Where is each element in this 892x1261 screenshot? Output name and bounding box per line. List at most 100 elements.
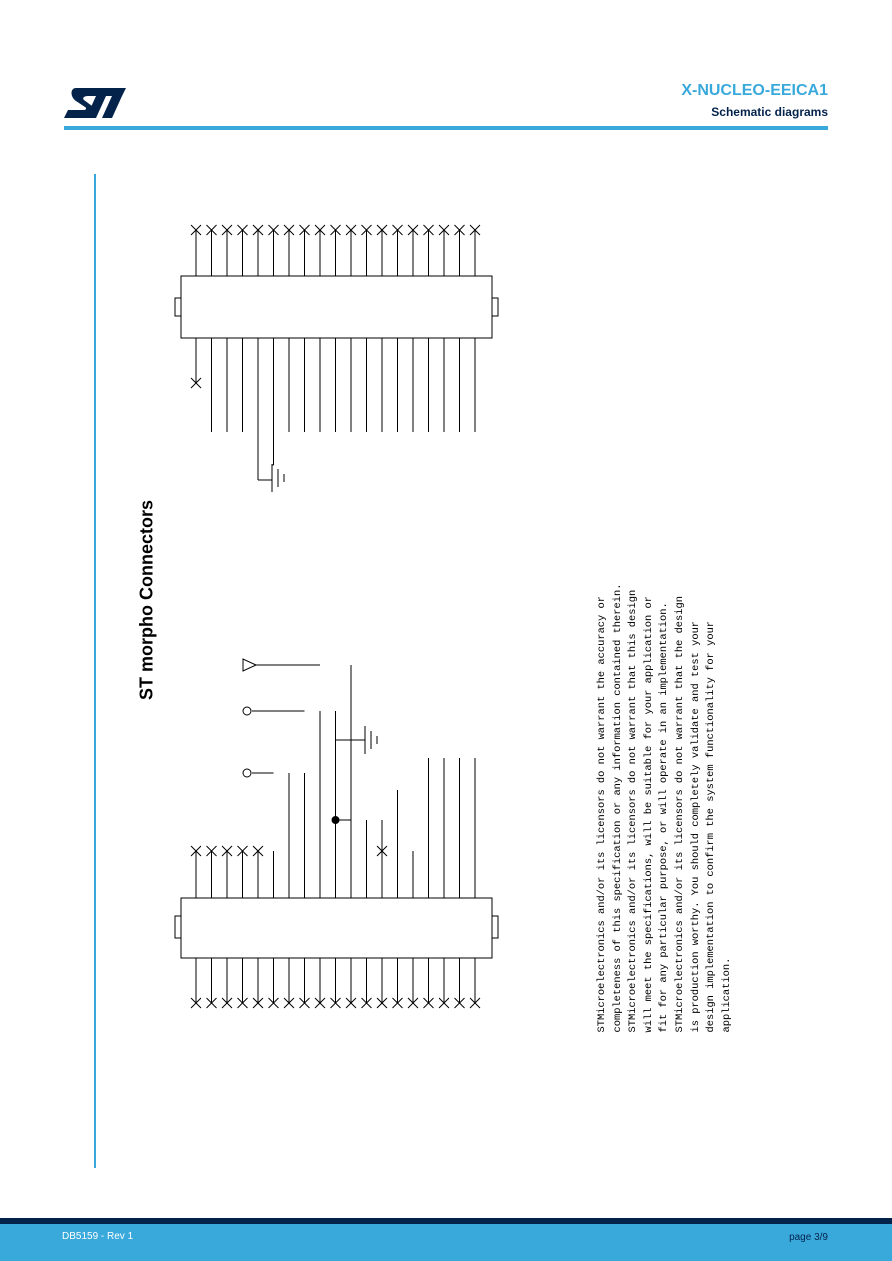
no-connect-stroke [206,845,217,857]
no-connect-mark [376,845,388,857]
document-title: X-NUCLEO-EEICA1 [681,82,828,99]
no-connect-mark [237,224,248,236]
no-connect-stroke [190,997,202,1009]
no-connect-stroke [190,845,202,857]
no-connect-mark [454,224,465,236]
footer-page-number: page 3/9 [789,1232,828,1243]
no-connect-mark [407,997,419,1009]
no-connect-mark [206,997,217,1009]
no-connect-mark [423,224,434,236]
no-connect-mark [206,845,217,857]
no-connect-mark [376,224,388,236]
no-connect-mark [345,224,357,236]
power-terminal [242,768,252,778]
footer-dark-stripe [0,1218,892,1224]
no-connect-stroke [376,845,388,857]
no-connect-stroke [268,224,279,236]
no-connect-stroke [392,997,403,1009]
no-connect-mark [283,997,295,1009]
morpho-connector-top [174,224,499,492]
no-connect-stroke [454,224,465,236]
footer-doc-id: DB5159 - Rev 1 [62,1231,134,1242]
no-connect-mark [454,997,465,1009]
footer-band [0,1218,892,1261]
no-connect-mark [252,845,264,857]
connector-tab [174,915,182,939]
no-connect-stroke [268,997,279,1009]
no-connect-stroke [345,997,357,1009]
power-arrow [242,658,258,672]
no-connect-mark [314,997,326,1009]
no-connect-stroke [252,845,264,857]
no-connect-mark [221,224,233,236]
ground-symbol [271,464,285,492]
no-connect-mark [190,224,202,236]
no-connect-stroke [407,997,419,1009]
st-logo-icon [62,84,128,120]
no-connect-stroke [237,997,248,1009]
power-terminal [242,706,252,716]
no-connect-mark [221,997,233,1009]
connector-tab [174,297,182,317]
no-connect-mark [206,224,217,236]
no-connect-mark [190,845,202,857]
no-connect-mark [469,224,481,236]
no-connect-mark [237,997,248,1009]
no-connect-stroke [345,224,357,236]
no-connect-mark [237,845,248,857]
no-connect-mark [268,224,279,236]
no-connect-stroke [237,224,248,236]
no-connect-stroke [206,997,217,1009]
no-connect-stroke [252,997,264,1009]
no-connect-stroke [221,224,233,236]
header-rule [64,126,828,130]
no-connect-stroke [221,845,233,857]
no-connect-mark [376,997,388,1009]
left-margin-rule [94,174,96,1168]
no-connect-mark [423,997,434,1009]
no-connect-mark [190,997,202,1009]
no-connect-stroke [469,997,481,1009]
no-connect-stroke [206,224,217,236]
document-subtitle: Schematic diagrams [711,105,828,119]
no-connect-stroke [407,224,419,236]
no-connect-mark [283,224,295,236]
morpho-connector-bottom [174,665,499,1009]
no-connect-mark [330,224,341,236]
no-connect-mark [299,224,310,236]
no-connect-mark [268,997,279,1009]
no-connect-stroke [376,997,388,1009]
no-connect-mark [252,224,264,236]
no-connect-stroke [237,845,248,857]
no-connect-mark [438,224,450,236]
no-connect-stroke [469,224,481,236]
connector-body [180,275,493,339]
no-connect-stroke [190,224,202,236]
no-connect-mark [314,224,326,236]
section-title: ST morpho Connectors [136,499,157,701]
no-connect-stroke [299,997,310,1009]
no-connect-stroke [283,224,295,236]
no-connect-mark [190,377,202,389]
no-connect-mark [345,997,357,1009]
connector-tab [491,915,499,939]
connector-tab [491,297,499,317]
no-connect-stroke [314,997,326,1009]
no-connect-stroke [392,224,403,236]
no-connect-mark [469,997,481,1009]
no-connect-stroke [438,224,450,236]
no-connect-mark [407,224,419,236]
no-connect-stroke [454,997,465,1009]
no-connect-stroke [438,997,450,1009]
no-connect-stroke [190,377,202,389]
no-connect-mark [252,997,264,1009]
no-connect-stroke [376,224,388,236]
no-connect-stroke [221,997,233,1009]
no-connect-stroke [283,997,295,1009]
no-connect-stroke [330,224,341,236]
no-connect-mark [392,997,403,1009]
no-connect-stroke [299,224,310,236]
ground-symbol [364,726,378,754]
no-connect-mark [299,997,310,1009]
